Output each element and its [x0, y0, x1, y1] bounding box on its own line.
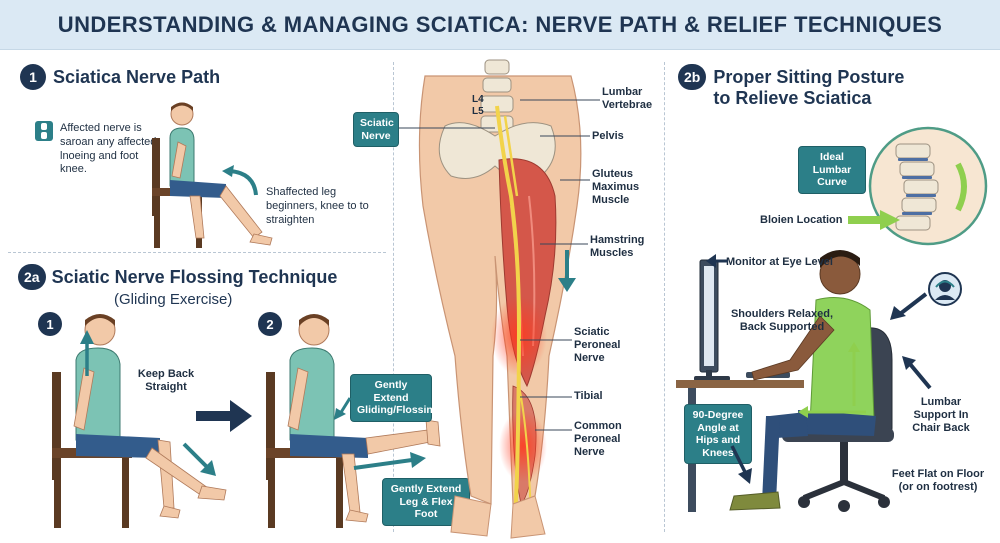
- label-l4: L4: [472, 94, 484, 105]
- headset-icon: [928, 272, 962, 306]
- label-lumbar-vertebrae: Lumbar Vertebrae: [602, 86, 653, 112]
- section2b-title-line2: to Relieve Sciatica: [713, 87, 872, 108]
- arrow-right-steps: [196, 400, 252, 432]
- seated-figure-step2: [266, 314, 441, 528]
- arrow-headset: [890, 292, 928, 320]
- gently-extend-gliding-box: Gently Extend Gliding/Flossing: [350, 374, 439, 422]
- arrow-lumbar-support: [902, 356, 932, 390]
- section1-badge: 1: [20, 64, 46, 90]
- section2b-badge: 2b: [678, 64, 707, 90]
- section1-heading: 1 Sciatica Nerve Path: [20, 64, 220, 90]
- title-bar: UNDERSTANDING & MANAGING SCIATICA: NERVE…: [0, 0, 1000, 50]
- label-lumbar-support: Lumbar Support In Chair Back: [912, 396, 970, 435]
- page-title: UNDERSTANDING & MANAGING SCIATICA: NERVE…: [57, 11, 943, 37]
- step2-badge: 2: [258, 312, 282, 336]
- section2a-title: Sciatic Nerve Flossing Technique: [51, 266, 338, 287]
- section2b-title-line1: Proper Sitting Posture: [713, 67, 905, 87]
- arrow-location: [848, 210, 900, 230]
- section1-title: Sciatica Nerve Path: [53, 67, 221, 87]
- divider-section1-2a: [8, 252, 386, 253]
- keep-back-label: Keep Back Straight: [137, 368, 195, 394]
- ergonomic-desk-scene: [676, 250, 894, 512]
- spine-zoom-circle: [868, 126, 988, 246]
- label-monitor: Monitor at Eye Level: [726, 256, 833, 268]
- arrow-up-step1: [80, 330, 94, 376]
- label-gluteus: Gluteus Maximus Muscle: [592, 168, 640, 207]
- section1-note: Affected nerve is saroan any affected ln…: [60, 122, 157, 176]
- ninety-degree-box: 90-Degree Angle at Hips and Knees: [684, 404, 752, 465]
- curved-arrow-section1: [222, 165, 258, 196]
- section2a-badge: 2a: [18, 264, 46, 290]
- section1-leg-note: Shaffected leg beginners, knee to to str…: [266, 186, 369, 226]
- label-feet-flat: Feet Flat on Floor: [891, 468, 985, 480]
- section2a-heading: 2a Sciatic Nerve Flossing Technique (Gli…: [18, 264, 337, 308]
- label-hamstring: Hamstring Muscles: [590, 234, 645, 260]
- divider-left: [393, 62, 394, 532]
- arrow-glide: [334, 397, 352, 420]
- section2a-subtitle: (Gliding Exercise): [114, 291, 233, 308]
- step1-badge: 1: [38, 312, 62, 336]
- knee-icon: [35, 121, 53, 141]
- label-footrest: (or on footrest): [898, 481, 978, 493]
- label-common-peroneal: Common Peroneal Nerve: [574, 420, 622, 459]
- arrow-down-step1: [182, 442, 216, 476]
- arrow-angle: [730, 445, 752, 484]
- label-l5: L5: [472, 106, 484, 117]
- label-shoulders: Shoulders Relaxed, Back Supported: [730, 308, 834, 334]
- seated-figure-section1: [152, 102, 273, 248]
- arrow-extend-leg: [353, 452, 426, 470]
- label-sciatic-peroneal: Sciatic Peroneal Nerve: [574, 326, 621, 365]
- label-pelvis: Pelvis: [592, 130, 624, 142]
- sciatic-nerve-box: Sciatic Nerve: [353, 112, 399, 148]
- label-bloien-location: Bloien Location: [760, 214, 843, 226]
- arrow-monitor: [706, 254, 728, 268]
- ideal-lumbar-curve-box: Ideal Lumbar Curve: [798, 146, 866, 194]
- section2b-heading: 2b Proper Sitting Posture to Relieve Sci…: [678, 64, 904, 108]
- anatomy-arrow-down: [558, 250, 576, 292]
- label-tibial: Tibial: [574, 390, 603, 402]
- divider-right: [664, 62, 665, 532]
